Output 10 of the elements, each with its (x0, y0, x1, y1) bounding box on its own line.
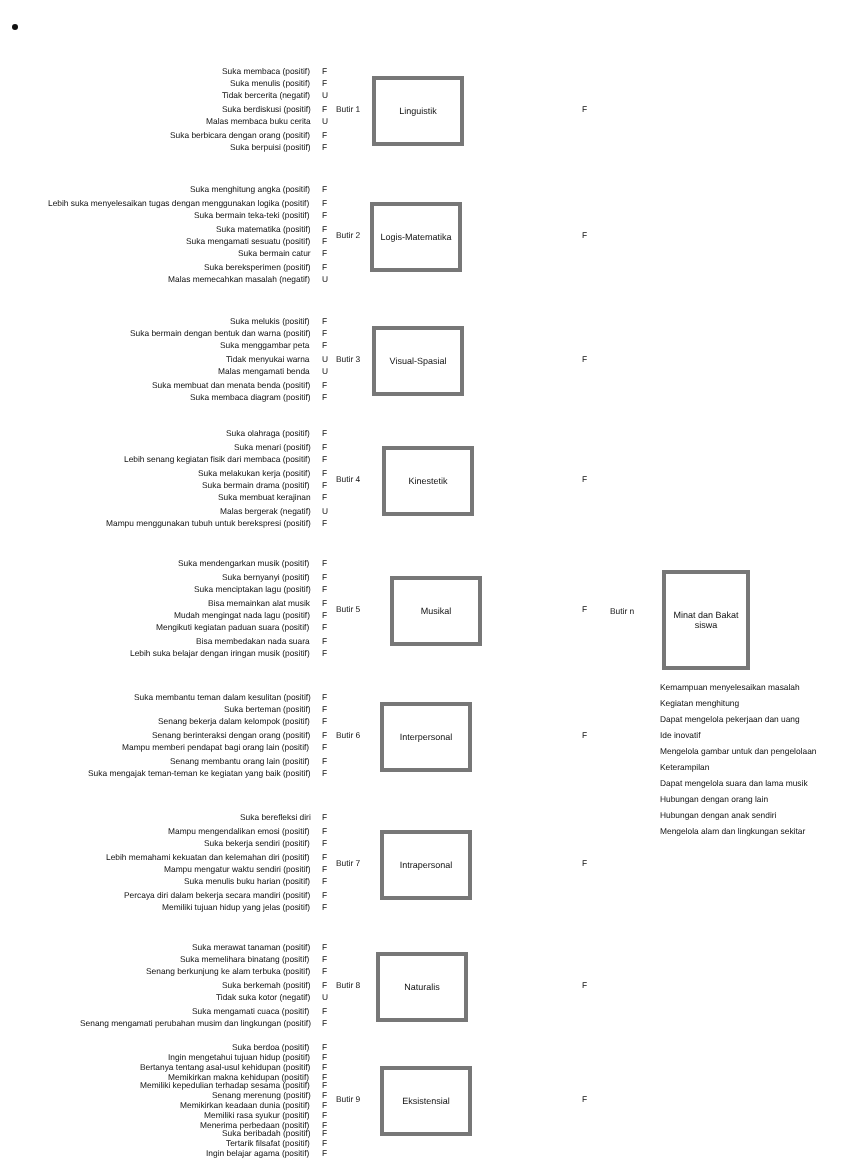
category-box (380, 1066, 472, 1136)
category-box (372, 76, 464, 146)
category-box (380, 830, 472, 900)
category-box (390, 576, 482, 646)
category-box (382, 446, 474, 516)
category-box (380, 702, 472, 772)
category-box (376, 952, 468, 1022)
category-box (372, 326, 464, 396)
category-box (370, 202, 462, 272)
category-box (662, 570, 750, 670)
